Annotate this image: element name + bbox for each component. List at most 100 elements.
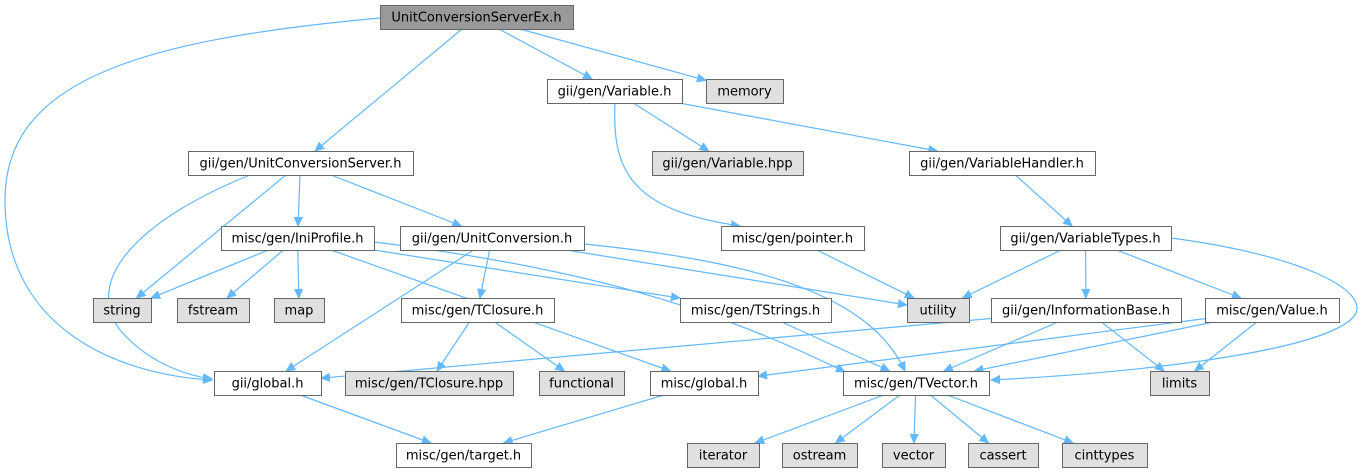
edge-root-to-unitconversionserver-h: [315, 28, 463, 151]
node-unitconversionserver-h[interactable]: gii/gen/UnitConversionServer.h: [188, 151, 414, 176]
node-fstream: fstream: [177, 298, 250, 323]
node-box: [687, 443, 760, 468]
node-box: [650, 371, 759, 396]
edge-tstrings-h-to-tvector-h: [781, 321, 890, 372]
edge-pointer-h-to-utility: [816, 249, 914, 298]
node-label: misc/gen/Value.h: [1216, 304, 1328, 319]
node-label: ostream: [793, 449, 847, 464]
node-box: [221, 226, 375, 251]
node-label: iterator: [699, 449, 748, 464]
node-label: memory: [717, 85, 772, 100]
node-label: misc/gen/TClosure.h: [412, 304, 544, 319]
node-tvector-h[interactable]: misc/gen/TVector.h: [843, 371, 990, 396]
node-variabletypes-h[interactable]: gii/gen/VariableTypes.h: [1000, 226, 1172, 251]
edge-variable-h-to-variable-hpp: [632, 102, 708, 151]
node-box: [1000, 226, 1172, 251]
node-label: limits: [1162, 377, 1198, 392]
node-label: misc/gen/pointer.h: [732, 232, 853, 247]
edge-gii-global-h-to-target-h: [299, 394, 431, 443]
edge-iniprofile-h-to-map: [298, 249, 299, 298]
edge-variabletypes-h-to-utility: [963, 249, 1062, 298]
node-box: [274, 298, 325, 323]
node-box: [400, 226, 585, 251]
node-box: [177, 298, 250, 323]
node-pointer-h[interactable]: misc/gen/pointer.h: [721, 226, 865, 251]
node-label: misc/global.h: [661, 377, 748, 392]
edge-layer: [4, 17, 1358, 443]
edge-iniprofile-h-to-fstream: [227, 249, 284, 298]
node-utility: utility: [907, 298, 970, 323]
node-box: [345, 371, 514, 396]
node-label: misc/gen/TStrings.h: [691, 304, 820, 319]
edge-tvector-h-to-cassert: [930, 394, 989, 443]
node-misc-global-h[interactable]: misc/global.h: [650, 371, 759, 396]
edge-iniprofile-h-to-tvector-h: [373, 241, 845, 372]
node-unitconversion-h[interactable]: gii/gen/UnitConversion.h: [400, 226, 585, 251]
node-label: utility: [920, 304, 957, 319]
node-label: gii/gen/UnitConversionServer.h: [200, 157, 402, 172]
node-label: misc/gen/TVector.h: [854, 377, 978, 392]
node-informationbase-h[interactable]: gii/gen/InformationBase.h: [991, 298, 1182, 323]
node-variable-h[interactable]: gii/gen/Variable.h: [547, 79, 683, 104]
node-box: [652, 151, 804, 176]
node-box: [539, 371, 625, 396]
edge-tvector-h-to-iterator: [755, 394, 885, 443]
node-variablehandler-h[interactable]: gii/gen/VariableHandler.h: [909, 151, 1096, 176]
edge-unitconversionserver-h-to-gii-global-h: [108, 174, 251, 379]
node-tclosure-h[interactable]: misc/gen/TClosure.h: [401, 298, 555, 323]
node-box: [396, 443, 532, 468]
node-cinttypes: cinttypes: [1062, 443, 1148, 468]
node-box: [782, 443, 858, 468]
node-label: misc/gen/target.h: [406, 449, 521, 464]
node-label: cinttypes: [1075, 449, 1135, 464]
node-label: functional: [549, 377, 614, 392]
node-layer: UnitConversionServerEx.h gii/gen/Variable…: [93, 5, 1340, 468]
node-box: [991, 298, 1182, 323]
node-label: fstream: [188, 304, 238, 319]
node-label: cassert: [979, 449, 1026, 464]
node-target-h[interactable]: misc/gen/target.h: [396, 443, 532, 468]
node-cassert: cassert: [968, 443, 1039, 468]
node-iterator: iterator: [687, 443, 760, 468]
node-gii-global-h[interactable]: gii/global.h: [214, 371, 322, 396]
node-box: [907, 298, 970, 323]
node-box: [547, 79, 683, 104]
node-map: map: [274, 298, 325, 323]
node-box: [882, 443, 946, 468]
node-limits: limits: [1150, 371, 1210, 396]
node-label: misc/gen/IniProfile.h: [232, 232, 364, 247]
node-iniprofile-h[interactable]: misc/gen/IniProfile.h: [221, 226, 375, 251]
node-memory: memory: [706, 79, 784, 104]
node-label: misc/gen/TClosure.hpp: [355, 377, 503, 392]
node-value-h[interactable]: misc/gen/Value.h: [1205, 298, 1340, 323]
node-box: [214, 371, 322, 396]
edge-value-h-to-limits: [1195, 321, 1258, 371]
node-functional: functional: [539, 371, 625, 396]
node-tstrings-h[interactable]: misc/gen/TStrings.h: [680, 298, 832, 323]
node-box: [721, 226, 865, 251]
node-box: [401, 298, 555, 323]
node-root[interactable]: UnitConversionServerEx.h: [380, 5, 574, 30]
edge-misc-global-h-to-target-h: [504, 394, 665, 443]
edge-unitconversionserver-h-to-string: [137, 174, 287, 298]
edge-informationbase-h-to-limits: [1101, 321, 1164, 371]
edge-variabletypes-h-to-value-h: [1116, 249, 1241, 298]
node-vector: vector: [882, 443, 946, 468]
node-ostream: ostream: [782, 443, 858, 468]
node-box: [1205, 298, 1340, 323]
edge-unitconversion-h-to-tclosure-h: [480, 249, 491, 298]
edge-unitconversion-h-to-gii-global-h: [286, 249, 474, 371]
edge-iniprofile-h-to-string: [151, 249, 269, 298]
node-label: vector: [893, 449, 935, 464]
node-label: gii/gen/VariableHandler.h: [920, 157, 1084, 172]
edge-value-h-to-misc-global-h: [758, 318, 1206, 377]
node-box: [680, 298, 832, 323]
edge-unitconversionserver-h-to-iniprofile-h: [298, 174, 300, 226]
edge-variable-h-to-variablehandler-h: [678, 102, 937, 151]
node-string: string: [93, 298, 152, 323]
edge-tvector-h-to-cinttypes: [947, 394, 1073, 443]
edge-tclosure-h-to-tclosure-hpp: [437, 321, 471, 371]
node-box: [706, 79, 784, 104]
node-box: [1150, 371, 1210, 396]
